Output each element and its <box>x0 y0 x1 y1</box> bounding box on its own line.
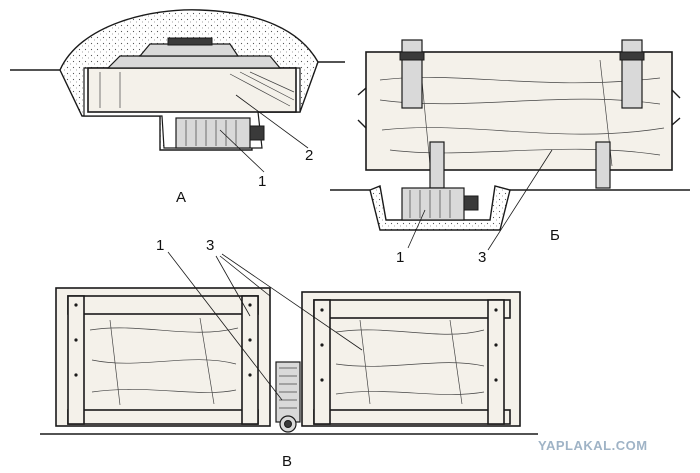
panel-v: 1 3 В <box>40 237 538 470</box>
charge-block-b <box>401 187 465 221</box>
label-a-1: 1 <box>258 173 266 190</box>
label-v-1: 1 <box>156 237 164 254</box>
mine-body <box>87 67 297 113</box>
label-a-2: 2 <box>305 147 313 164</box>
label-v-3: 3 <box>206 237 214 254</box>
panel-a: 2 1 А <box>10 9 345 206</box>
caption-a: А <box>176 189 186 206</box>
watermark: YAPLAKAL.COM <box>538 438 648 453</box>
fuse <box>249 125 265 141</box>
charge-block <box>175 117 251 149</box>
panel-b: 1 3 Б <box>330 39 690 266</box>
label-b-1: 1 <box>396 249 404 266</box>
label-b-3: 3 <box>478 249 486 266</box>
caption-v: В <box>282 453 292 470</box>
caption-b: Б <box>550 227 560 244</box>
